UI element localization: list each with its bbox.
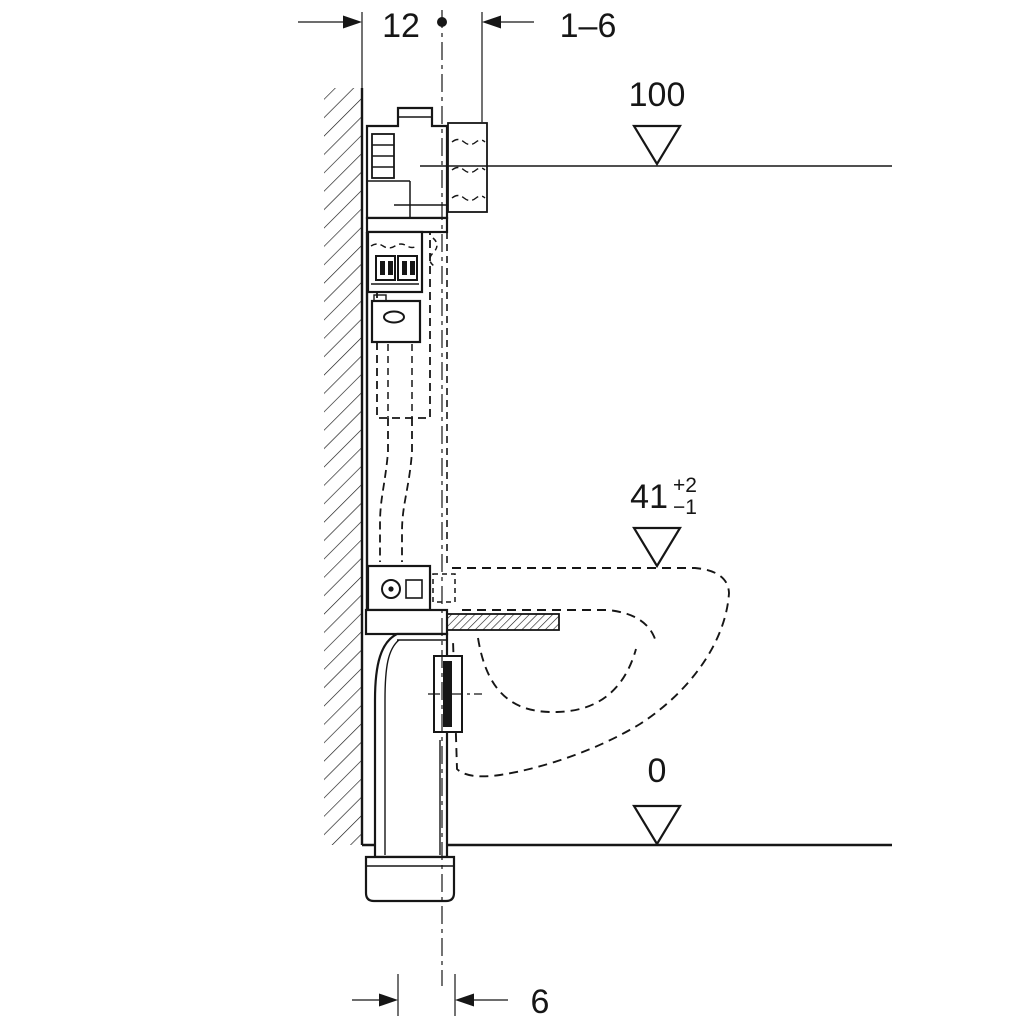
level-marker-floor: 0: [632, 752, 682, 847]
dimension-flush-bend-range: 1–6: [481, 7, 617, 122]
dim-arrow-right-icon: [343, 15, 362, 29]
frame-top-crossbar: [365, 216, 449, 234]
level-label-41-tol-minus: −1: [673, 496, 697, 519]
adjustment-bolt-right: [397, 255, 418, 281]
wc-mounting-rods: [446, 613, 560, 631]
level-triangle-icon: [632, 124, 682, 167]
cistern-top-housing: [365, 106, 449, 220]
level-marker-top: 100: [420, 76, 892, 167]
wall-hatch: [324, 88, 362, 845]
dimension-drain-offset: 6: [352, 974, 549, 1021]
level-label-41: 41: [630, 478, 668, 516]
wc-connection-bracket: [366, 564, 456, 612]
wc-pan-bowl: [477, 637, 637, 713]
wc-pan-outline: [452, 567, 730, 778]
dimension-label-12: 12: [382, 7, 420, 45]
drain-bend: [373, 632, 449, 859]
dim-arrow-right-icon: [379, 993, 398, 1007]
frame-bottom-crossbar: [364, 608, 449, 636]
cover-plate-slot: [383, 310, 405, 324]
level-marker-seat: 41 +2 −1: [630, 474, 697, 569]
level-triangle-icon: [632, 526, 682, 569]
flush-pipe-cover-plate: [370, 294, 422, 344]
flush-pipe: [379, 344, 413, 562]
wc-outlet-connector: [428, 655, 482, 733]
flush-bend-housing: [447, 122, 488, 213]
service-opening: [366, 230, 424, 294]
wc-pan-inner-rim: [462, 609, 656, 640]
drain-socket: [364, 855, 456, 903]
installation-frame: [364, 106, 560, 903]
wall-section: [324, 88, 364, 845]
level-label-100: 100: [629, 76, 686, 114]
level-label-0: 0: [648, 752, 667, 790]
level-label-41-tol-plus: +2: [673, 474, 697, 497]
dim-arrow-left-icon: [482, 15, 501, 29]
dimension-frame-depth: 12: [298, 7, 447, 88]
dim-point-dot: [437, 17, 447, 27]
level-triangle-icon: [632, 804, 682, 847]
dim-arrow-left-icon: [455, 993, 474, 1007]
adjustment-bolt-left: [375, 255, 396, 281]
dimension-label-6: 6: [531, 983, 550, 1021]
clamp-detail: [381, 579, 401, 599]
dimension-label-1-6: 1–6: [560, 7, 617, 45]
